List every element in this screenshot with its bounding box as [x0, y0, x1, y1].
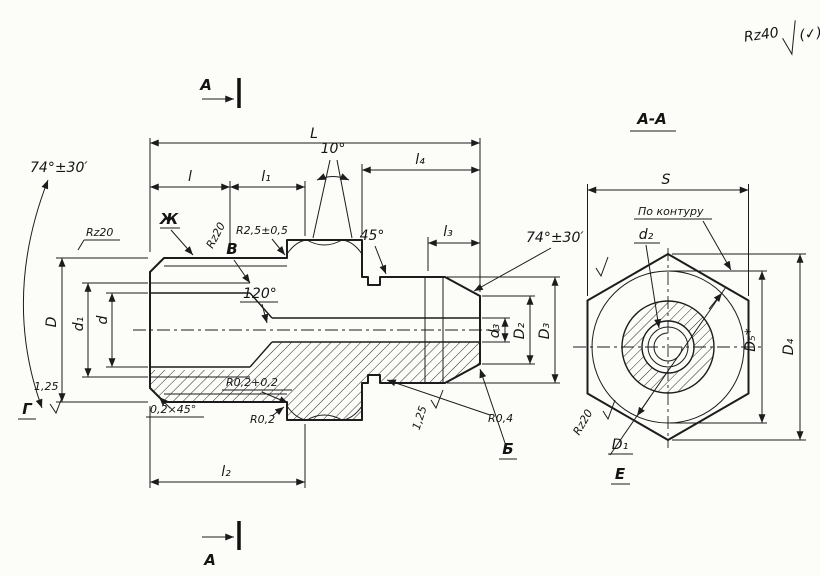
- roughness-face-left: Rz20: [77, 226, 120, 251]
- chamfer-circle: [591, 270, 745, 424]
- dim-D3-label: D₃: [537, 322, 553, 339]
- callout-b-label: Б: [502, 440, 513, 458]
- radius-runout-label: R2,5±0,5: [236, 224, 288, 237]
- note-contour-label: По контуру: [638, 205, 704, 218]
- callout-v: В: [224, 240, 251, 284]
- general-roughness-value: Rz40: [743, 25, 780, 46]
- radius-neck-label: R0,4: [488, 412, 513, 425]
- bore-circle: [641, 320, 695, 374]
- roughness-face-left-label: Rz20: [86, 226, 113, 239]
- note-contour: По контуру: [634, 205, 732, 271]
- dim-l4: l₄: [361, 152, 480, 234]
- section-annulus-hatch: [622, 301, 714, 393]
- roughness-check-hex-top-icon: [595, 256, 609, 278]
- callout-chamfer-left: 0,2×45°: [146, 396, 204, 418]
- section-title-label: А-А: [636, 110, 666, 128]
- dim-74-right: 74°±30′: [473, 230, 584, 292]
- dim-d2-label: d₂: [639, 227, 654, 243]
- dim-d3: d₃: [482, 317, 510, 343]
- angle-120-label: 120°: [243, 286, 277, 302]
- radius-groove-label: R0,2: [250, 413, 275, 426]
- dim-D: D: [44, 257, 148, 403]
- dim-D2: D₂: [482, 295, 535, 365]
- dim-L: L: [149, 126, 481, 292]
- dim-D4-label: D₄: [781, 338, 797, 355]
- dim-d: d: [95, 292, 148, 368]
- roughness-check-hex-icon: [602, 399, 616, 421]
- callout-zh: Ж: [159, 210, 194, 256]
- radius-groove-plus-label: R0,2+0,2: [226, 376, 278, 389]
- dim-L-label: L: [310, 126, 318, 142]
- callout-e-label: Е: [615, 465, 626, 483]
- roughness-seal-right-label: 1,25: [410, 404, 430, 431]
- dim-D5-label: D₅*: [743, 328, 759, 351]
- dim-D5: D₅*: [670, 270, 767, 424]
- roughness-seal-left-label: 1,25: [34, 380, 59, 393]
- hexagon-outline: [586, 253, 750, 441]
- section-title: А-А: [630, 110, 676, 132]
- callout-45deg: 45°: [360, 228, 387, 275]
- roughness-hex-flats-label: Rz20: [570, 407, 595, 437]
- section-view: А-А S По контуру d₂: [570, 110, 806, 485]
- cut-letter-bottom: А: [203, 551, 216, 569]
- view-arrow-g: Г: [18, 400, 36, 420]
- angle-74-right-label: 74°±30′: [526, 230, 584, 246]
- callout-zh-label: Ж: [159, 210, 179, 228]
- dim-d3-label: d₃: [487, 323, 503, 338]
- angle-10-label: 10°: [321, 141, 346, 157]
- roughness-seal-right: 1,25: [410, 389, 444, 432]
- hex-chamfer-arcs: [286, 239, 363, 421]
- callout-groove-plus: R0,2+0,2: [222, 376, 292, 404]
- callout-v-label: В: [226, 240, 237, 258]
- dim-74-left: 74°±30′: [22, 160, 88, 409]
- dim-d1: d₁: [71, 282, 148, 378]
- cut-letter-top: А: [199, 76, 212, 94]
- dim-l3-label: l₃: [443, 224, 453, 240]
- thread-major-circle: [647, 326, 689, 368]
- cutting-plane-bottom: А: [202, 521, 241, 569]
- dim-l4-label: l₄: [415, 152, 425, 168]
- dim-l1-label: l₁: [261, 169, 271, 185]
- callout-e: Е: [611, 465, 630, 485]
- dim-D-label: D: [44, 316, 60, 327]
- callout-neck-radius: R0,4: [386, 379, 513, 425]
- dim-D2-label: D₂: [512, 322, 528, 339]
- cutting-plane-top: А: [199, 76, 241, 108]
- roughness-check-left-icon: [49, 394, 64, 415]
- general-roughness-note: Rz40 (✓): [743, 20, 820, 56]
- dim-D1: D₁: [608, 286, 727, 456]
- roughness-seal-left: 1,25: [34, 380, 64, 415]
- dim-D1-label: D₁: [612, 437, 628, 453]
- roughness-check-right-icon: [430, 389, 444, 410]
- callout-120deg: 120°: [240, 286, 278, 324]
- dim-D3: D₃: [447, 276, 560, 384]
- main-view: L l l₁ l₄ 10° l₃ 45°: [18, 126, 584, 488]
- dim-l-l1: l l₁: [150, 169, 306, 252]
- dim-l-label: l: [188, 169, 192, 185]
- dim-d1-label: d₁: [71, 317, 87, 332]
- callout-b: Б: [479, 368, 517, 460]
- outer-cut-circle: [621, 300, 715, 394]
- dim-D4: D₄: [672, 253, 806, 441]
- angle-74-left-label: 74°±30′: [30, 160, 88, 176]
- roughness-check-icon: [782, 20, 796, 56]
- dim-l2-label: l₂: [221, 464, 231, 480]
- dim-l3: l₃: [427, 224, 480, 271]
- callout-groove: R0,2: [250, 406, 285, 426]
- dim-l2: l₂: [149, 406, 306, 488]
- general-roughness-bracket: (✓): [798, 25, 820, 44]
- section-hatch-region: [150, 342, 480, 420]
- callout-g-label: Г: [22, 400, 33, 418]
- dim-10deg: 10°: [312, 141, 353, 239]
- callout-thread-runout-radius: R2,5±0,5: [236, 224, 288, 256]
- dim-d-label: d: [95, 315, 111, 324]
- dim-S: S: [587, 172, 749, 296]
- chamfer-left-label: 0,2×45°: [150, 403, 196, 416]
- roughness-thread-slanted: Rz20: [204, 220, 228, 250]
- angle-45-label: 45°: [360, 228, 385, 244]
- dim-S-label: S: [662, 172, 671, 188]
- callout-d2: d₂: [634, 227, 662, 329]
